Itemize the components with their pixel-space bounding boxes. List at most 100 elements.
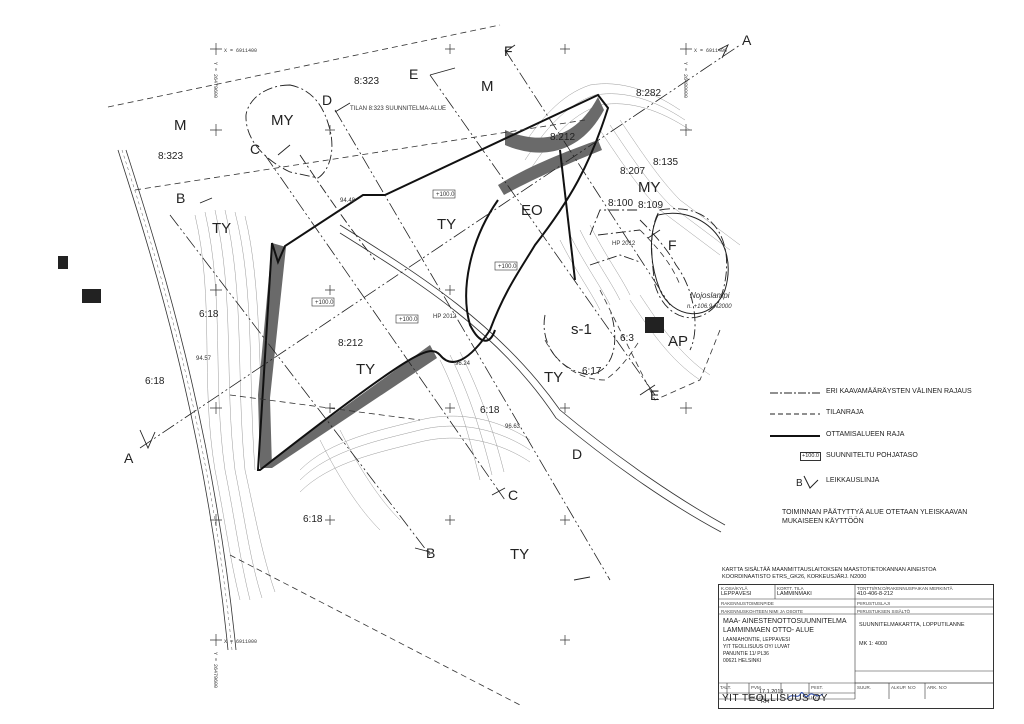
client-name: YIT TEOLLISUUS OY/ LUVAT	[723, 644, 790, 650]
section-letter: C	[508, 487, 518, 503]
buildings	[58, 256, 664, 333]
zone-label: MY	[271, 112, 294, 129]
coord-label: Y = 26479600	[212, 62, 218, 98]
operation-header: RAKENNUSTOIMENPIDE	[721, 601, 774, 606]
legend-label: ERI KAAVAMÄÄRÄYSTEN VÄLINEN RAJAUS	[826, 388, 972, 395]
planned-base-level-markers	[311, 189, 518, 324]
section-letter: B	[426, 545, 435, 561]
zone-label: TY	[212, 220, 231, 237]
estate-value: LAMMINMÄKI	[777, 591, 812, 597]
section-line-f	[504, 49, 671, 306]
parcel-label: 6:3	[620, 333, 634, 344]
elevation-label: 94.48	[340, 198, 356, 204]
talt-header: TALT.	[720, 685, 732, 690]
coord-label: X = 6911400	[694, 48, 727, 54]
title-block: KARTTA SISÄLTÄÄ MAANMITTAUSLAITOKSEN MAA…	[718, 567, 994, 709]
zone-labels: M MY M TY TY TY TY EO MY AP TY s-1	[174, 78, 688, 563]
parcel-label: 6:17	[582, 366, 602, 377]
zoning-boundary-symbol	[770, 392, 820, 394]
pond-name: Nojoslampi	[690, 291, 730, 300]
zone-label: EO	[521, 202, 543, 219]
zone-label: TY	[510, 546, 529, 563]
parcel-label: 8:282	[636, 88, 661, 99]
parcel-label: 8:323	[354, 76, 379, 87]
signature	[786, 691, 824, 700]
municipality-header: K.OSA/KYLÄ	[721, 586, 748, 591]
base-level-symbol: +100.0	[800, 452, 821, 461]
zone-label: s-1	[571, 321, 592, 338]
zone-label: AP	[668, 333, 688, 350]
section-letter: F	[504, 43, 513, 59]
parcel-label: 8:323	[158, 151, 183, 162]
municipality-value: LEPPÄVESI	[721, 591, 752, 597]
property-id-value: 410-406-8-212	[857, 591, 894, 597]
zone-label: TY	[544, 369, 563, 386]
designer-header: SUUN.	[751, 695, 766, 700]
enlargement-header: SUUR.	[857, 685, 872, 690]
section-letter: E	[650, 387, 659, 403]
road	[117, 149, 726, 651]
elevation-label: 96.24	[455, 361, 471, 367]
elevation-label: 96.63	[505, 424, 521, 430]
section-letters: A A B B C C D D E E F F	[124, 32, 752, 561]
section-symbol-letter: B	[796, 478, 803, 489]
parcel-label: 8:212	[338, 338, 363, 349]
zone-label: TY	[437, 216, 456, 233]
section-letter: B	[176, 190, 185, 206]
level-label: +100.0	[399, 317, 418, 323]
map-source-note: KARTTA SISÄLTÄÄ MAANMITTAUSLAITOKSEN MAA…	[722, 567, 937, 573]
grid-crosses	[210, 43, 692, 646]
extraction-boundary-symbol	[770, 435, 820, 437]
original-number-header: ALKUP. N:O	[891, 685, 916, 690]
excavation-slopes	[258, 97, 604, 468]
zone-label: M	[174, 117, 187, 134]
parcel-label: 8:100	[608, 198, 633, 209]
coordinate-system-note: KOORDINAATISTO ETRS_GK26, KORKEUSJÄRJ. N…	[722, 574, 867, 580]
legend-label: LEIKKAUSLINJA	[826, 477, 880, 484]
parcel-labels: 8:323 8:323 8:212 8:212 8:282 8:207 8:13…	[145, 76, 678, 525]
section-letter: A	[124, 450, 134, 466]
zone-label: MY	[638, 179, 661, 196]
title-block-lines	[719, 585, 993, 700]
coord-label: X = 6911400	[224, 48, 257, 54]
date-header: PVM.	[751, 685, 763, 690]
project-name-line1: MAA- AINESTENOTTOSUUNNITELMA	[723, 618, 847, 625]
designer-value: RH	[761, 699, 769, 705]
date-value: 17.1.2019	[759, 689, 784, 695]
drawing-title: SUUNNITELMAKARTTA, LOPPUTILANNE	[859, 622, 965, 628]
parcel-label: 6:18	[199, 309, 219, 320]
legend-note: TOIMINNAN PÄÄTYTTYÄ ALUE OTETAAN YLEISKA…	[782, 509, 968, 525]
coord-label: Y = 26479600	[212, 652, 218, 688]
level-label: +100.0	[315, 300, 334, 306]
coord-label: Y = 26480000	[682, 62, 688, 98]
parcel-label: 6:18	[480, 405, 500, 416]
zone-label: M	[481, 78, 494, 95]
pond-level: n. +106.9 N2000	[687, 304, 732, 310]
section-line-a	[139, 44, 741, 449]
plan-area-label: TILAN 8:323 SUUNNITELMA-ALUE	[350, 106, 446, 112]
legend-label: TILANRAJA	[826, 409, 864, 416]
legend-label: SUUNNITELTU POHJATASO	[826, 452, 918, 459]
property-boundary-symbol	[770, 413, 820, 415]
project-address: LAANIAHONTIE, LEPPÄVESI	[723, 637, 790, 643]
parcel-label: 6:18	[145, 376, 165, 387]
approved-header: HYV.	[811, 695, 822, 700]
project-header: RAKENNUSKOHTEEN NIMI JA OSOITE	[721, 609, 804, 614]
level-label: +100.0	[498, 264, 517, 270]
hp-label: HP 2012	[612, 241, 636, 247]
drawn-header: PIIST.	[811, 685, 824, 690]
pond	[650, 212, 729, 315]
hp-label: HP 2012	[433, 314, 457, 320]
level-label: +100.0	[436, 192, 455, 198]
section-letter: D	[572, 446, 582, 462]
extraction-area-boundary	[256, 93, 610, 471]
property-id-header: TONTTI/RN:O/RAKENNUSPAIKAN MERKINTÄ	[857, 586, 953, 591]
company-name: YIT TEOLLISUUS OY	[722, 693, 828, 704]
project-name-line2: LAMMINMÄEN OTTO- ALUE	[723, 627, 814, 634]
archive-number-header: ARK. N:O	[927, 685, 947, 690]
content-header: PIIRUSTUKSEN SISÄLTÖ	[857, 609, 911, 614]
drawing-type-header: PIIRUSTUSLAJI	[857, 601, 891, 606]
section-lines	[139, 44, 741, 581]
section-letter: F	[668, 237, 677, 253]
